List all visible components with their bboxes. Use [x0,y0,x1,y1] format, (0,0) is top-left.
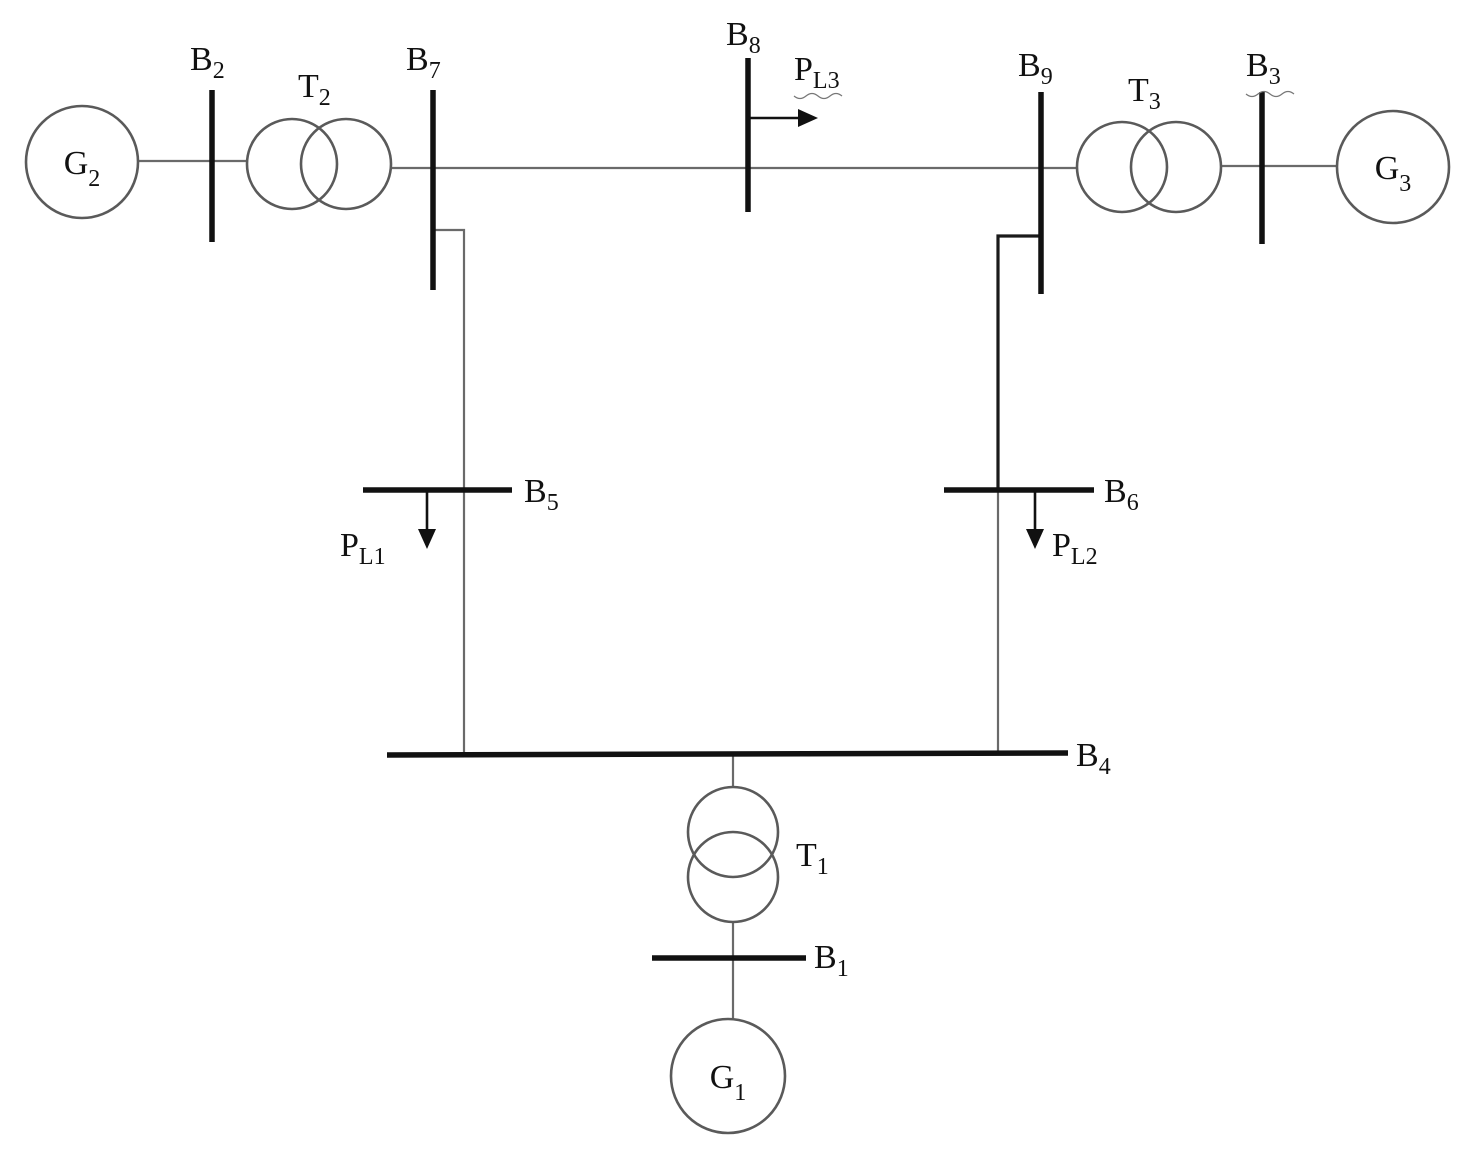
load-pl1-arrow [418,490,436,549]
bus-b4-label: B4 [1076,737,1111,780]
bus-b1-label: B1 [814,939,849,982]
bus-b5-label: B5 [524,473,559,516]
load-pl2-arrow-head [1026,529,1044,549]
bus-b7-label: B7 [406,41,441,84]
generator-g3-circle [1335,109,1451,225]
load-pl1-arrow-head [418,529,436,549]
bus-b2-label: B2 [190,41,225,84]
load-pl2-label: PL2 [1052,527,1098,570]
bus-b6-label: B6 [1104,473,1139,516]
bus-b4 [386,750,1069,758]
transformer-t2-winding-left [245,117,339,211]
buses [209,58,1265,961]
generator-g1-circle [669,1017,787,1135]
squiggle-pl3 [793,92,843,100]
transformer-t2 [245,117,393,211]
bus-b8-label: B8 [726,16,761,59]
generator-g3: G3 [1335,109,1451,225]
generator-g2-circle [24,104,140,220]
transformer-t1-label: T1 [796,837,829,880]
transformer-t1-winding-top [686,785,780,879]
transformer-t1 [686,785,780,924]
generator-g3-label: G3 [1375,150,1412,197]
generator-g1: G1 [669,1017,787,1135]
load-pl2-arrow [1026,490,1044,549]
transformer-t1-winding-bottom [686,830,780,924]
transformer-t2-winding-right [299,117,393,211]
generator-g2: G2 [24,104,140,220]
bus-b3-label: B3 [1246,47,1281,90]
transformer-t3 [1075,120,1223,214]
load-pl3-arrow-head [798,109,818,127]
line-b7-b5-b4 [433,228,466,752]
bus-b9-label: B9 [1018,47,1053,90]
transformer-t2-label: T2 [298,68,331,111]
transformer-t3-label: T3 [1128,72,1161,115]
load-pl3-label: PL3 [794,51,840,94]
generator-g1-label: G1 [710,1059,747,1106]
load-pl3-arrow [748,109,818,127]
transformer-t3-winding-left [1075,120,1169,214]
transmission-lines [138,159,1338,1018]
transformer-t3-winding-right [1129,120,1223,214]
squiggle-b3 [1245,90,1295,98]
generator-g2-label: G2 [64,145,101,192]
line-b9-b6 [996,234,1041,490]
load-pl1-label: PL1 [340,527,386,570]
